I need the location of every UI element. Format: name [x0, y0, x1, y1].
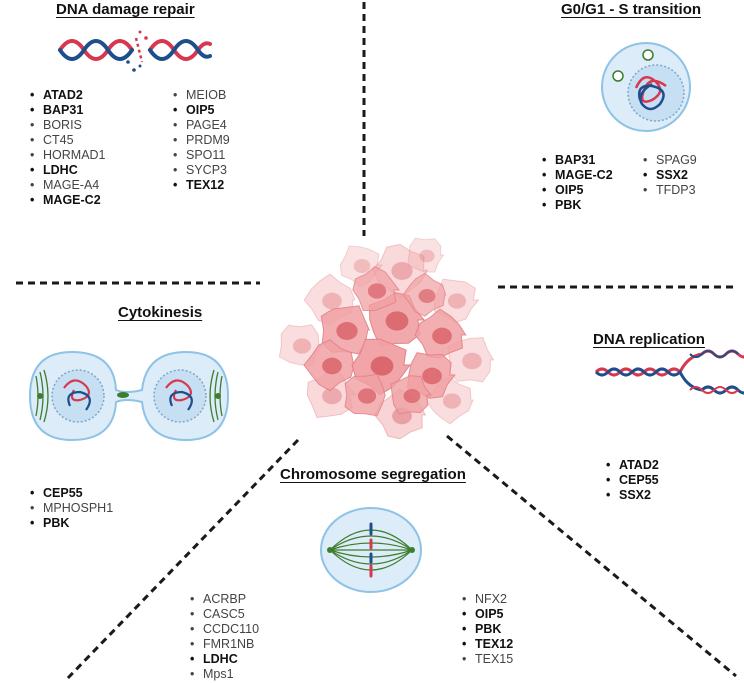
gene-item: BAP31: [542, 153, 613, 168]
gene-item: BAP31: [30, 103, 106, 118]
gene-item: Mps1: [190, 667, 259, 682]
gene-item: OIP5: [462, 607, 513, 622]
title-g0g1-s-transition: G0/G1 - S transition: [561, 1, 702, 18]
gene-item: FMR1NB: [190, 637, 259, 652]
gene-item: SPO11: [173, 148, 230, 163]
gene-list-chromosome-seg-col1: ACRBPCASC5CCDC110FMR1NBLDHCMps1: [190, 592, 259, 682]
gene-item: LDHC: [190, 652, 259, 667]
gene-list-cytokinesis: CEP55MPHOSPH1PBK: [30, 486, 113, 531]
gene-item: ATAD2: [30, 88, 106, 103]
title-cytokinesis: Cytokinesis: [118, 304, 203, 321]
gene-item: CEP55: [30, 486, 113, 501]
gene-item: MEIOB: [173, 88, 230, 103]
gene-list-dna-damage-col2: MEIOBOIP5PAGE4PRDM9SPO11SYCP3TEX12: [173, 88, 230, 193]
gene-item: CCDC110: [190, 622, 259, 637]
gene-item: PAGE4: [173, 118, 230, 133]
divider-bottom-left: [64, 438, 300, 682]
gene-list-chromosome-seg-col2: NFX2OIP5PBKTEX12TEX15: [462, 592, 513, 667]
gene-item: ACRBP: [190, 592, 259, 607]
gene-item: OIP5: [173, 103, 230, 118]
gene-item: NFX2: [462, 592, 513, 607]
title-chromosome-segregation: Chromosome segregation: [280, 466, 466, 483]
gene-item: HORMAD1: [30, 148, 106, 163]
gene-list-g0g1-col2: SPAG9SSX2TFDP3: [643, 153, 697, 198]
divider-bottom-right: [446, 434, 737, 678]
gene-item: TEX12: [173, 178, 230, 193]
gene-item: TEX12: [462, 637, 513, 652]
gene-item: MAGE-C2: [542, 168, 613, 183]
gene-item: MAGE-A4: [30, 178, 106, 193]
title-dna-damage-repair: DNA damage repair: [56, 1, 195, 18]
gene-item: SYCP3: [173, 163, 230, 178]
gene-item: TEX15: [462, 652, 513, 667]
gene-item: MPHOSPH1: [30, 501, 113, 516]
gene-item: MAGE-C2: [30, 193, 106, 208]
gene-item: CASC5: [190, 607, 259, 622]
gene-list-g0g1-col1: BAP31MAGE-C2OIP5PBK: [542, 153, 613, 213]
gene-item: PBK: [30, 516, 113, 531]
gene-item: ATAD2: [606, 458, 659, 473]
gene-list-dna-replication: ATAD2CEP55SSX2: [606, 458, 659, 503]
gene-item: CT45: [30, 133, 106, 148]
gene-item: CEP55: [606, 473, 659, 488]
gene-item: PBK: [462, 622, 513, 637]
gene-item: SSX2: [606, 488, 659, 503]
gene-item: PBK: [542, 198, 613, 213]
title-dna-replication: DNA replication: [593, 331, 705, 348]
gene-item: SPAG9: [643, 153, 697, 168]
gene-item: LDHC: [30, 163, 106, 178]
gene-item: PRDM9: [173, 133, 230, 148]
gene-item: SSX2: [643, 168, 697, 183]
gene-item: OIP5: [542, 183, 613, 198]
gene-item: TFDP3: [643, 183, 697, 198]
gene-list-dna-damage-col1: ATAD2BAP31BORISCT45HORMAD1LDHCMAGE-A4MAG…: [30, 88, 106, 208]
gene-item: BORIS: [30, 118, 106, 133]
